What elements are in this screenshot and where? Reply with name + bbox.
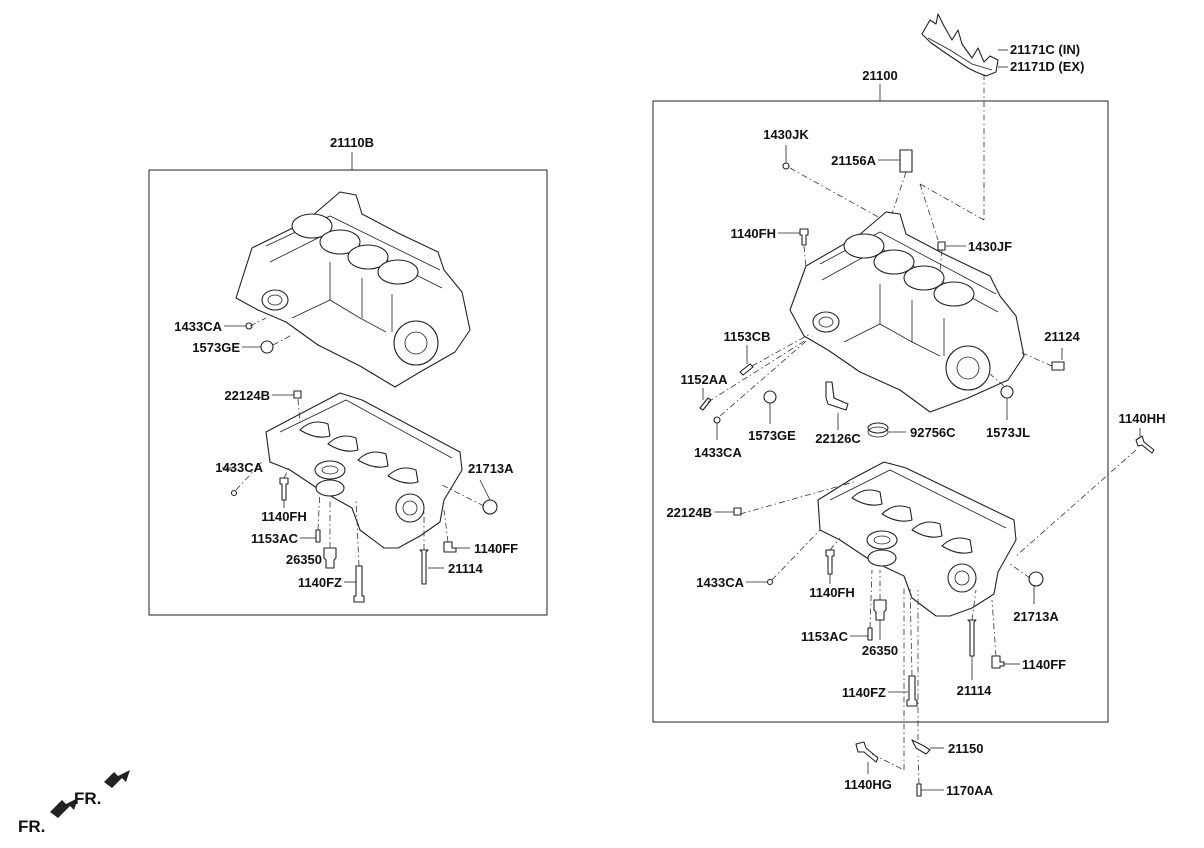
right-label-17: 21713A (1013, 609, 1059, 624)
left-seal-1573ge-icon (260, 340, 274, 354)
right-label-8: 1573GE (748, 428, 796, 443)
right-label-15: 1433CA (696, 575, 744, 590)
right-label-7: 1152AA (681, 372, 729, 387)
left-assembly-title: 21110B (330, 135, 374, 150)
left-label-10: 21114 (448, 561, 483, 576)
right-label-1: 1430JK (763, 127, 809, 142)
front-arrow-lower-icon (50, 798, 78, 818)
pin-1152aa-icon (699, 397, 712, 411)
plug-1430jk-icon (782, 162, 790, 170)
right-label-22: 1140FZ (842, 685, 886, 700)
right-label-6: 21124 (1044, 329, 1080, 344)
front-direction-indicator: FR. FR. (18, 770, 130, 836)
right-label-10: 92756C (910, 425, 956, 440)
dowel-22124b-icon (733, 507, 742, 516)
left-label-2: 1573GE (192, 340, 240, 355)
right-assembly-frame (652, 100, 1109, 723)
pin-1153cb-icon (739, 363, 754, 376)
right-upper-cylinder-block (789, 211, 1025, 413)
left-lower-crankcase (265, 392, 463, 549)
bolt-1140fh-lower-icon (825, 549, 835, 575)
right-label-21: 21114 (957, 683, 992, 698)
pin-1153ac-icon (867, 627, 873, 641)
gasket-exhaust-label: 21171D (EX) (1010, 59, 1084, 74)
left-label-6: 1140FH (261, 509, 307, 524)
left-sensor-26350-icon (323, 547, 337, 569)
sensor-26350-icon (873, 599, 887, 621)
front-label-upper: FR. (74, 789, 101, 808)
right-label-5: 1153CB (724, 329, 771, 344)
dowel-21124-icon (1051, 361, 1065, 371)
right-label-16: 1140FH (809, 585, 855, 600)
oring-92756c-icon (867, 422, 889, 434)
bolt-21114-icon (967, 619, 977, 657)
seal-21713a-icon (1028, 571, 1044, 587)
right-label-24: 1140HG (844, 777, 892, 792)
bolt-1140hg-icon (855, 741, 879, 763)
right-label-20: 1140FF (1022, 657, 1066, 672)
pin-1170aa-icon (916, 783, 922, 797)
right-label-23: 21150 (948, 741, 983, 756)
left-label-3: 22124B (224, 388, 270, 403)
right-label-18: 1153AC (801, 629, 849, 644)
left-plug-1433ca-upper-icon (245, 322, 253, 330)
right-label-3: 1140FH (730, 226, 776, 241)
plug-1433ca-lower-icon (766, 578, 774, 586)
right-label-9: 22126C (815, 431, 861, 446)
left-dowel-22124b-icon (293, 390, 302, 399)
bolt-1140fh-upper-icon (799, 228, 809, 246)
gasket-intake-label: 21171C (IN) (1010, 42, 1080, 57)
left-assembly-frame (148, 169, 548, 616)
left-label-7: 1153AC (251, 531, 299, 546)
right-lower-crankcase (817, 461, 1017, 617)
left-assembly: 21110B (148, 135, 548, 616)
left-label-1: 1433CA (174, 319, 222, 334)
right-label-14: 22124B (666, 505, 712, 520)
front-arrow-upper-icon (104, 770, 130, 788)
right-label-12: 1433CA (694, 445, 742, 460)
seal-1573ge-icon (763, 390, 777, 404)
left-upper-cylinder-block (235, 191, 471, 388)
right-label-2: 21156A (831, 153, 876, 168)
left-pin-1153ac-icon (315, 529, 321, 543)
right-label-4: 1430JF (968, 239, 1012, 254)
right-label-13: 1140HH (1119, 411, 1166, 426)
left-bolt-1140fz-icon (353, 565, 365, 603)
front-label-lower: FR. (18, 817, 45, 836)
plug-1430jf-icon (937, 241, 946, 251)
right-assembly: 21100 21171C (IN) 21171D (EX) (652, 13, 1166, 798)
bolt-1140ff-icon (991, 655, 1005, 669)
left-label-8: 26350 (286, 552, 322, 567)
right-label-19: 26350 (862, 643, 898, 658)
left-bolt-21114-icon (419, 549, 429, 585)
left-label-11: 1140FZ (298, 575, 342, 590)
plug-1433ca-upper-icon (713, 416, 721, 424)
bolt-1140fz-icon (906, 675, 918, 707)
right-label-11: 1573JL (986, 425, 1030, 440)
left-bolt-1140fh-icon (279, 477, 289, 501)
left-label-4: 1433CA (215, 460, 263, 475)
intake-exhaust-gasket-icon (921, 13, 999, 77)
seal-1573jl-icon (1000, 385, 1014, 399)
bolt-1140hh-icon (1135, 435, 1155, 454)
left-label-5: 21713A (468, 461, 514, 476)
left-bolt-1140ff-icon (443, 541, 457, 553)
left-plug-1433ca-lower-icon (230, 489, 238, 497)
right-label-25: 1170AA (946, 783, 994, 798)
pipe-22126c-icon (825, 381, 849, 411)
left-seal-21713a-icon (482, 499, 498, 515)
dowel-21156a-icon (899, 149, 913, 173)
left-label-9: 1140FF (474, 541, 518, 556)
right-assembly-title: 21100 (862, 68, 897, 83)
bracket-21150-icon (911, 739, 931, 755)
